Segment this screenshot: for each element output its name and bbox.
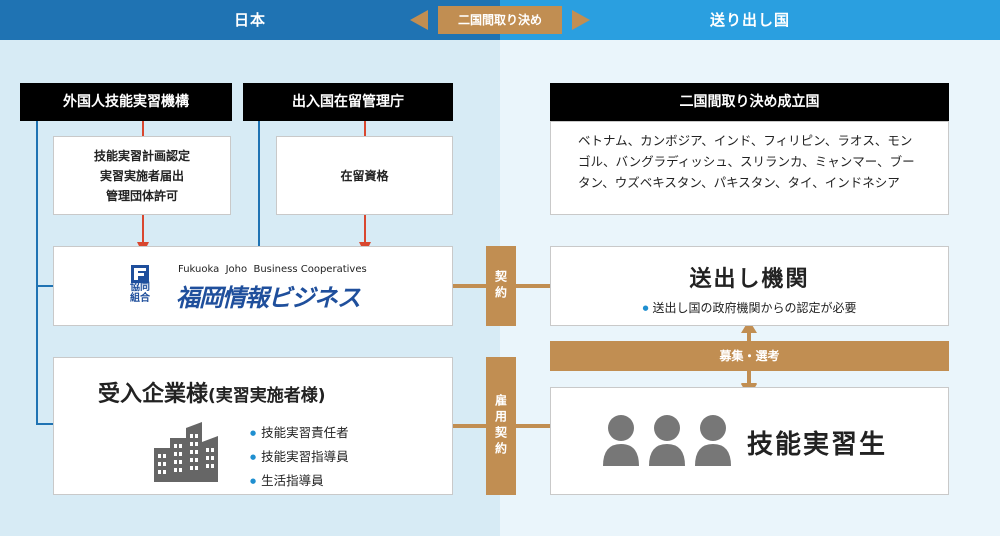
org1-item: 技能実習計画認定 bbox=[93, 149, 190, 163]
sending-agency-title: 送出し機関 bbox=[689, 267, 810, 292]
trainees-people-icon bbox=[603, 415, 731, 466]
recruit-arrow-up bbox=[741, 320, 757, 333]
company-role-item: 生活指導員 bbox=[250, 470, 349, 494]
trainee-title: 技能実習生 bbox=[747, 430, 888, 460]
bilateral-arrow bbox=[410, 10, 590, 30]
blue-line-company bbox=[36, 114, 54, 425]
buildings-icon bbox=[154, 422, 218, 482]
company-role-item: 技能実習指導員 bbox=[250, 446, 349, 470]
company-title: 受入企業様(実習実施者様) bbox=[98, 376, 326, 408]
org2-title: 出入国在留管理庁 bbox=[243, 83, 453, 121]
agreement-countries: ベトナム、カンボジア、インド、フィリピン、ラオス、モンゴル、バングラディッシュ、… bbox=[550, 121, 949, 215]
agreement-title: 二国間取り決め成立国 bbox=[550, 83, 949, 121]
org1-item: 実習実施者届出 bbox=[99, 169, 184, 183]
employment-label: 雇用契約 bbox=[493, 394, 508, 458]
org2-items-box: 在留資格 bbox=[276, 136, 453, 215]
sending-agency-note: ● 送出し国の政府機関からの認定が必要 bbox=[551, 299, 948, 316]
sending-agency-box: 送出し機関 ● 送出し国の政府機関からの認定が必要 bbox=[550, 246, 949, 326]
company-roles-list: 技能実習責任者 技能実習指導員 生活指導員 bbox=[250, 422, 349, 494]
company-title-sub: (実習実施者様) bbox=[208, 386, 326, 406]
cooperative-box: 協同組合 Fukuoka Joho Business Cooperatives … bbox=[53, 246, 453, 326]
company-title-main: 受入企業様 bbox=[98, 382, 209, 407]
company-role-item: 技能実習責任者 bbox=[250, 422, 349, 446]
cooperative-name: 福岡情報ビジネス bbox=[176, 284, 361, 312]
org1-items-box: 技能実習計画認定 実習実施者届出 管理団体許可 bbox=[53, 136, 231, 215]
org2-item: 在留資格 bbox=[340, 169, 389, 183]
cooperative-english-name: Fukuoka Joho Business Cooperatives bbox=[178, 264, 367, 275]
contract-label-box: 契約 bbox=[486, 246, 516, 326]
company-box: 受入企業様(実習実施者様) 技能実 bbox=[53, 357, 453, 495]
bullet-dot-icon: ● bbox=[642, 304, 649, 312]
cooperative-logo-icon bbox=[131, 265, 149, 283]
bilateral-agreement-label: 二国間取り決め bbox=[438, 6, 562, 34]
recruit-selection-bar: 募集・選考 bbox=[550, 341, 949, 371]
trainee-box: 技能実習生 bbox=[550, 387, 949, 495]
cooperative-label: 協同組合 bbox=[130, 282, 150, 304]
sending-agency-note-text: 送出し国の政府機関からの認定が必要 bbox=[652, 301, 857, 315]
contract-label: 契約 bbox=[493, 270, 508, 302]
org1-title: 外国人技能実習機構 bbox=[20, 83, 232, 121]
org1-item: 管理団体許可 bbox=[105, 189, 178, 203]
recruit-selection-label: 募集・選考 bbox=[713, 349, 786, 363]
employment-label-box: 雇用契約 bbox=[486, 357, 516, 495]
